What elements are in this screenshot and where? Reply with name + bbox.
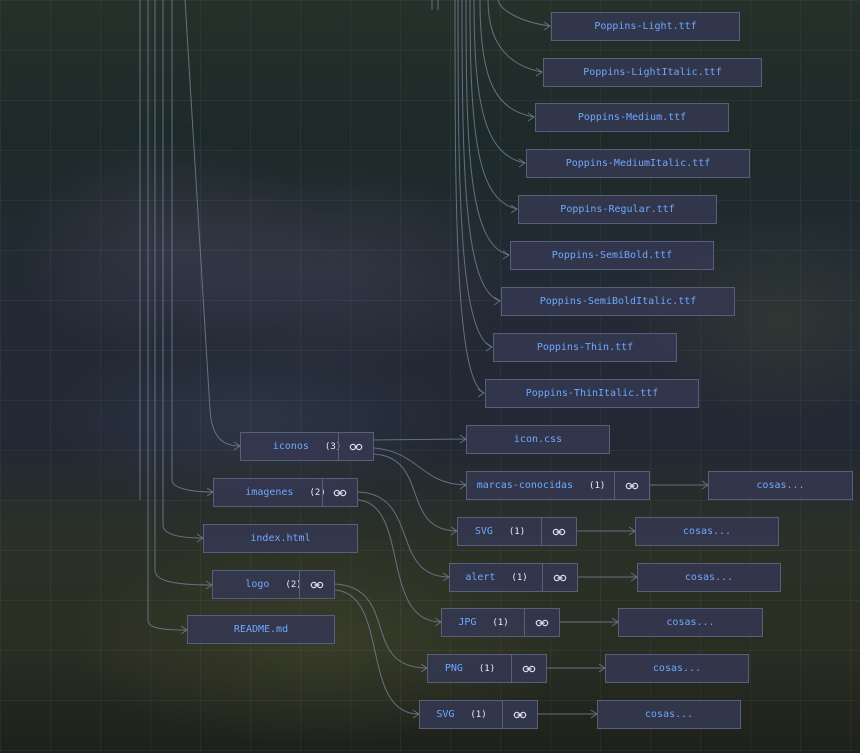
placeholder-label: cosas... [756,480,805,491]
child-count: (1) [508,527,526,537]
file-node-readme[interactable]: README.md [187,615,335,644]
link-icon[interactable] [338,433,373,460]
file-node-poppins-light-italic[interactable]: Poppins-LightItalic.ttf [543,58,762,87]
file-node-label: README.md [233,624,289,635]
link-icon[interactable] [541,518,576,545]
link-icon[interactable] [511,655,546,682]
file-node-label: Poppins-ThinItalic.ttf [525,388,659,399]
link-icon[interactable] [299,571,334,598]
folder-node-label: logo(2) [245,579,302,590]
folder-node-label: iconos(3) [272,441,342,452]
folder-node-label: alert(1) [465,572,528,583]
file-node-label: Poppins-Medium.ttf [577,112,687,123]
file-node-label: Poppins-Thin.ttf [536,342,634,353]
file-node-poppins-light[interactable]: Poppins-Light.ttf [551,12,740,41]
folder-node-label: SVG(1) [436,709,487,720]
folder-node-jpg[interactable]: JPG(1) [441,608,560,637]
folder-node-svg[interactable]: SVG(1) [457,517,577,546]
file-node-index-html[interactable]: index.html [203,524,358,553]
link-icon[interactable] [614,472,649,499]
folder-node-label: PNG(1) [444,663,496,674]
link-icon[interactable] [524,609,559,636]
folder-node-label: SVG(1) [474,526,526,537]
child-count: (1) [478,664,496,674]
folder-node-alert[interactable]: alert(1) [449,563,578,592]
placeholder-node-cosas[interactable]: cosas... [635,517,779,546]
file-node-poppins-semibold[interactable]: Poppins-SemiBold.ttf [510,241,714,270]
placeholder-node-cosas[interactable]: cosas... [605,654,749,683]
folder-node-logo[interactable]: logo(2) [212,570,335,599]
placeholder-node-cosas[interactable]: cosas... [597,700,741,729]
file-node-label: index.html [250,533,311,544]
file-node-poppins-medium-italic[interactable]: Poppins-MediumItalic.ttf [526,149,750,178]
folder-node-marcas-conocidas[interactable]: marcas-conocidas(1) [466,471,650,500]
file-node-icon-css[interactable]: icon.css [466,425,610,454]
folder-node-imagenes[interactable]: imagenes(2) [213,478,358,507]
child-count: (2) [285,580,302,590]
link-icon[interactable] [322,479,357,506]
placeholder-label: cosas... [644,709,694,720]
placeholder-node-cosas[interactable]: cosas... [708,471,853,500]
folder-node-png[interactable]: PNG(1) [427,654,547,683]
file-node-poppins-semibold-italic[interactable]: Poppins-SemiBoldItalic.ttf [501,287,735,316]
placeholder-label: cosas... [666,617,715,628]
file-node-label: Poppins-SemiBoldItalic.ttf [539,296,697,307]
folder-node-label: marcas-conocidas(1) [476,480,606,491]
link-icon[interactable] [542,564,577,591]
link-icon[interactable] [502,701,537,728]
placeholder-node-cosas[interactable]: cosas... [618,608,763,637]
file-node-label: Poppins-Light.ttf [594,21,697,32]
child-count: (1) [511,573,528,583]
file-node-poppins-thin[interactable]: Poppins-Thin.ttf [493,333,677,362]
file-node-poppins-regular[interactable]: Poppins-Regular.ttf [518,195,717,224]
placeholder-node-cosas[interactable]: cosas... [637,563,781,592]
child-count: (3) [324,442,342,452]
placeholder-label: cosas... [652,663,702,674]
child-count: (2) [309,488,326,498]
file-node-label: Poppins-LightItalic.ttf [583,67,722,78]
placeholder-label: cosas... [684,572,734,583]
file-node-label: Poppins-MediumItalic.ttf [565,158,711,169]
file-node-label: Poppins-Regular.ttf [560,204,675,215]
folder-node-svg-2[interactable]: SVG(1) [419,700,538,729]
file-node-poppins-thin-italic[interactable]: Poppins-ThinItalic.ttf [485,379,699,408]
child-count: (1) [492,618,509,628]
folder-node-label: JPG(1) [458,617,509,628]
child-count: (1) [470,710,487,720]
file-node-label: icon.css [513,434,563,445]
folder-node-iconos[interactable]: iconos(3) [240,432,374,461]
child-count: (1) [589,481,606,491]
file-node-label: Poppins-SemiBold.ttf [551,250,673,261]
folder-node-label: imagenes(2) [245,487,326,498]
placeholder-label: cosas... [682,526,732,537]
file-node-poppins-medium[interactable]: Poppins-Medium.ttf [535,103,729,132]
